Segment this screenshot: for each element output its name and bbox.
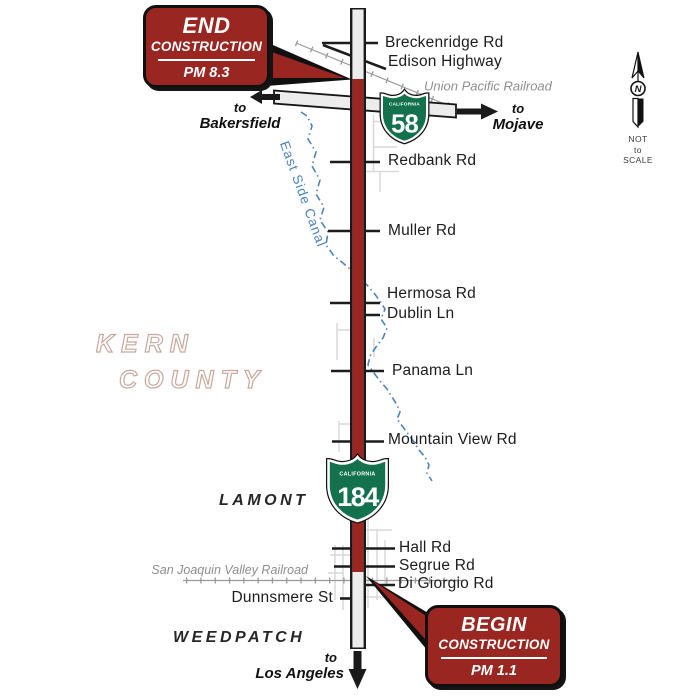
construction-segment (352, 79, 364, 572)
direction-mojave: to Mojave (486, 101, 550, 133)
shield-sr58-state: CALIFORNIA (389, 102, 420, 107)
street-label-mountain-view: Mountain View Rd (388, 431, 517, 448)
direction-los-angeles-to: to (324, 650, 337, 665)
note-line-2: to (634, 144, 642, 155)
shield-sr184-number: 184 (337, 482, 379, 512)
end-callout-pointer (266, 42, 352, 86)
south-arrow-icon (348, 651, 367, 689)
street-label-dublin: Dublin Ln (387, 305, 455, 322)
west-arrow-icon (250, 90, 280, 104)
street-label-hall: Hall Rd (399, 539, 452, 556)
begin-construction-callout: BEGIN CONSTRUCTION PM 1.1 (425, 605, 563, 687)
san-joaquin-railroad-label: San Joaquin Valley Railroad (151, 563, 308, 577)
street-label-panama: Panama Ln (392, 362, 474, 379)
east-side-canal-path (300, 111, 433, 482)
end-callout-divider (158, 59, 255, 61)
direction-bakersfield-name: Bakersfield (199, 114, 281, 132)
shield-sr58-number: 58 (391, 111, 419, 139)
end-callout-postmile: PM 8.3 (183, 65, 230, 81)
note-line-1: NOT (628, 134, 648, 144)
begin-callout-word: BEGIN (461, 614, 527, 636)
street-label-redbank: Redbank Rd (388, 152, 477, 169)
union-pacific-railroad-label: Union Pacific Railroad (424, 78, 552, 94)
end-construction-callout: END CONSTRUCTION PM 8.3 (143, 5, 270, 88)
compass-n-label: N (635, 84, 643, 95)
direction-mojave-name: Mojave (492, 115, 544, 133)
county-label-line1: KERN (95, 329, 195, 358)
end-callout-word: END (182, 13, 231, 38)
begin-callout-construction: CONSTRUCTION (438, 637, 550, 652)
street-label-segrue: Segrue Rd (399, 557, 475, 574)
shield-sr58: CALIFORNIA 58 (379, 88, 430, 145)
direction-mojave-to: to (511, 101, 525, 116)
city-label-weedpatch: WEEDPATCH (173, 629, 306, 646)
shield-sr184: CALIFORNIA 184 (326, 452, 389, 524)
street-label-breckenridge: Breckenridge Rd (385, 34, 504, 51)
street-label-muller: Muller Rd (388, 222, 457, 239)
city-label-lamont: LAMONT (219, 492, 309, 509)
direction-los-angeles: to Los Angeles (255, 650, 344, 682)
direction-bakersfield-to: to (233, 100, 247, 115)
road-sr184 (350, 8, 366, 649)
direction-los-angeles-name: Los Angeles (255, 664, 344, 682)
street-label-dunnsmere: Dunnsmere St (231, 589, 333, 606)
not-to-scale-note: NOT to SCALE (613, 134, 663, 166)
begin-callout-divider (441, 657, 547, 659)
shield-sr184-state: CALIFORNIA (339, 472, 375, 478)
note-line-3: SCALE (623, 155, 653, 166)
street-label-edison-highway: Edison Highway (388, 53, 502, 70)
direction-bakersfield: to Bakersfield (185, 100, 295, 132)
street-label-hermosa: Hermosa Rd (387, 285, 476, 302)
county-label-line2: COUNTY (118, 365, 267, 394)
north-compass-icon: N (630, 51, 646, 129)
end-callout-construction: CONSTRUCTION (150, 39, 263, 54)
east-arrow-icon (457, 103, 498, 120)
street-label-di-giorgio: Di Giorgio Rd (398, 575, 494, 592)
begin-callout-postmile: PM 1.1 (471, 663, 517, 679)
